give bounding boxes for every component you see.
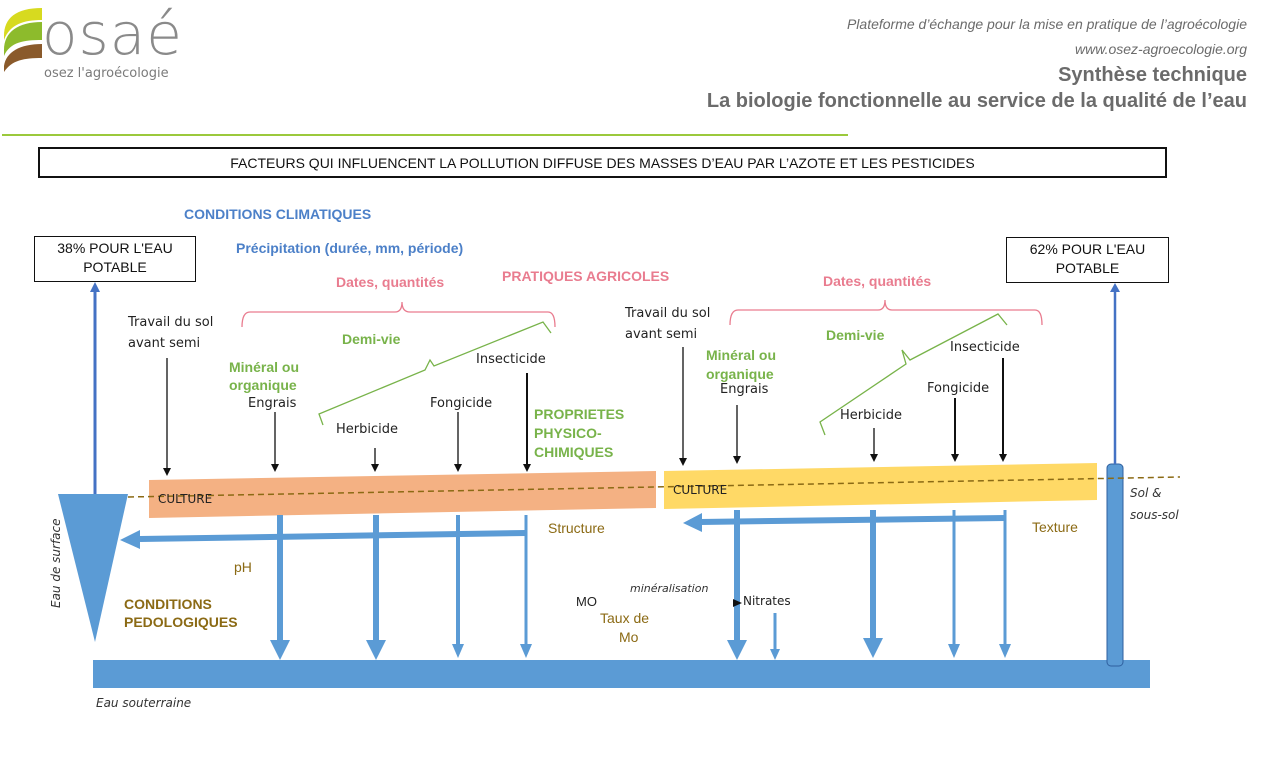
left-supply-arrowhead [90,282,100,292]
groundwater-label: Eau souterraine [96,696,192,710]
right-mineral-line2: organique [706,366,774,382]
well-column [1106,463,1124,667]
diagram-title: FACTEURS QUI INFLUENCENT LA POLLUTION DI… [38,147,1167,178]
doc-type: Synthèse technique [1058,64,1247,86]
right-supply-arrowhead [1110,283,1120,292]
nitrates-label: Nitrates [743,594,791,608]
right-infiltration-arrows [727,510,1011,660]
osae-logo-leaf-icon [4,8,42,72]
left-mineral-line2: organique [229,377,297,393]
left-dates-brace [241,301,556,328]
right-travail-line1: Travail du sol [625,306,711,321]
left-insecticide: Insecticide [476,352,546,367]
soil-line1: Sol & [1130,486,1162,500]
right-input-arrows [679,347,1007,466]
left-herbicide: Herbicide [336,422,398,437]
right-box-line2: POTABLE [1055,260,1120,276]
left-travail-line2: avant semi [128,336,201,351]
header-divider [2,134,848,136]
left-culture-label: CULTURE [158,492,213,506]
structure-label: Structure [548,520,605,536]
physico-line2: PHYSICO- [534,425,602,441]
soil-level-line [127,476,1181,498]
right-demi-vie: Demi-vie [826,327,885,343]
ph-label: pH [234,559,252,575]
soil-line2: sous-sol [1130,508,1179,522]
left-dates-label: Dates, quantités [336,274,445,290]
right-demi-vie-brace [819,313,1008,436]
right-insecticide: Insecticide [950,340,1020,355]
culture-band-left [149,471,656,518]
doc-title: La biologie fonctionnelle au service de … [706,90,1247,112]
right-culture-label: CULTURE [673,483,728,497]
left-runoff-arrow [139,530,527,542]
practices-heading: PRATIQUES AGRICOLES [502,268,670,284]
precipitation-label: Précipitation (durée, mm, période) [236,240,464,256]
taux-line2: Mo [619,629,639,645]
right-engrais: Engrais [720,382,769,397]
right-runoff-arrow [699,515,1006,525]
surface-water-label: Eau de surface [49,518,63,608]
culture-band-right [664,463,1097,509]
logo-tagline: osez l'agroécologie [44,66,169,81]
pedo-line2: PEDOLOGIQUES [124,614,238,630]
mineralisation-arrowhead [733,599,742,607]
left-input-arrows [163,358,531,476]
physico-line1: PROPRIETES [534,406,625,422]
right-mineral-line1: Minéral ou [706,347,777,363]
taux-line1: Taux de [600,610,650,626]
texture-label: Texture [1032,519,1078,535]
left-infiltration-arrows [270,515,532,660]
right-travail-line2: avant semi [625,327,698,342]
right-fongicide: Fongicide [927,381,990,396]
left-box-line1: 38% POUR L'EAU [57,240,173,256]
left-demi-vie: Demi-vie [342,331,401,347]
right-dates-label: Dates, quantités [823,273,932,289]
groundwater-bar [93,660,1150,688]
left-travail-line1: Travail du sol [128,315,214,330]
mo-label: MO [576,594,597,609]
left-fongicide: Fongicide [430,396,493,411]
left-demi-vie-brace [318,321,552,426]
surface-water-triangle [58,494,128,642]
logo-wordmark: osaé [42,0,183,68]
right-herbicide: Herbicide [840,408,902,423]
physico-line3: CHIMIQUES [534,444,614,460]
right-box-line1: 62% POUR L'EAU [1029,241,1146,257]
left-runoff-arrowhead [120,530,140,549]
left-box-line2: POTABLE [83,259,147,275]
mineralisation-label: minéralisation [630,582,709,595]
right-drinking-water-box: 62% POUR L'EAU POTABLE [1006,237,1169,283]
climate-heading: CONDITIONS CLIMATIQUES [184,206,372,222]
right-runoff-arrowhead [683,513,702,532]
left-drinking-water-box: 38% POUR L'EAU POTABLE [34,236,196,282]
left-mineral-line1: Minéral ou [229,359,300,375]
right-dates-brace [729,299,1043,326]
pedo-line1: CONDITIONS [124,596,212,612]
platform-tagline: Plateforme d’échange pour la mise en pra… [846,16,1247,32]
left-engrais: Engrais [248,396,297,411]
site-url[interactable]: www.osez-agroecologie.org [1075,41,1247,57]
